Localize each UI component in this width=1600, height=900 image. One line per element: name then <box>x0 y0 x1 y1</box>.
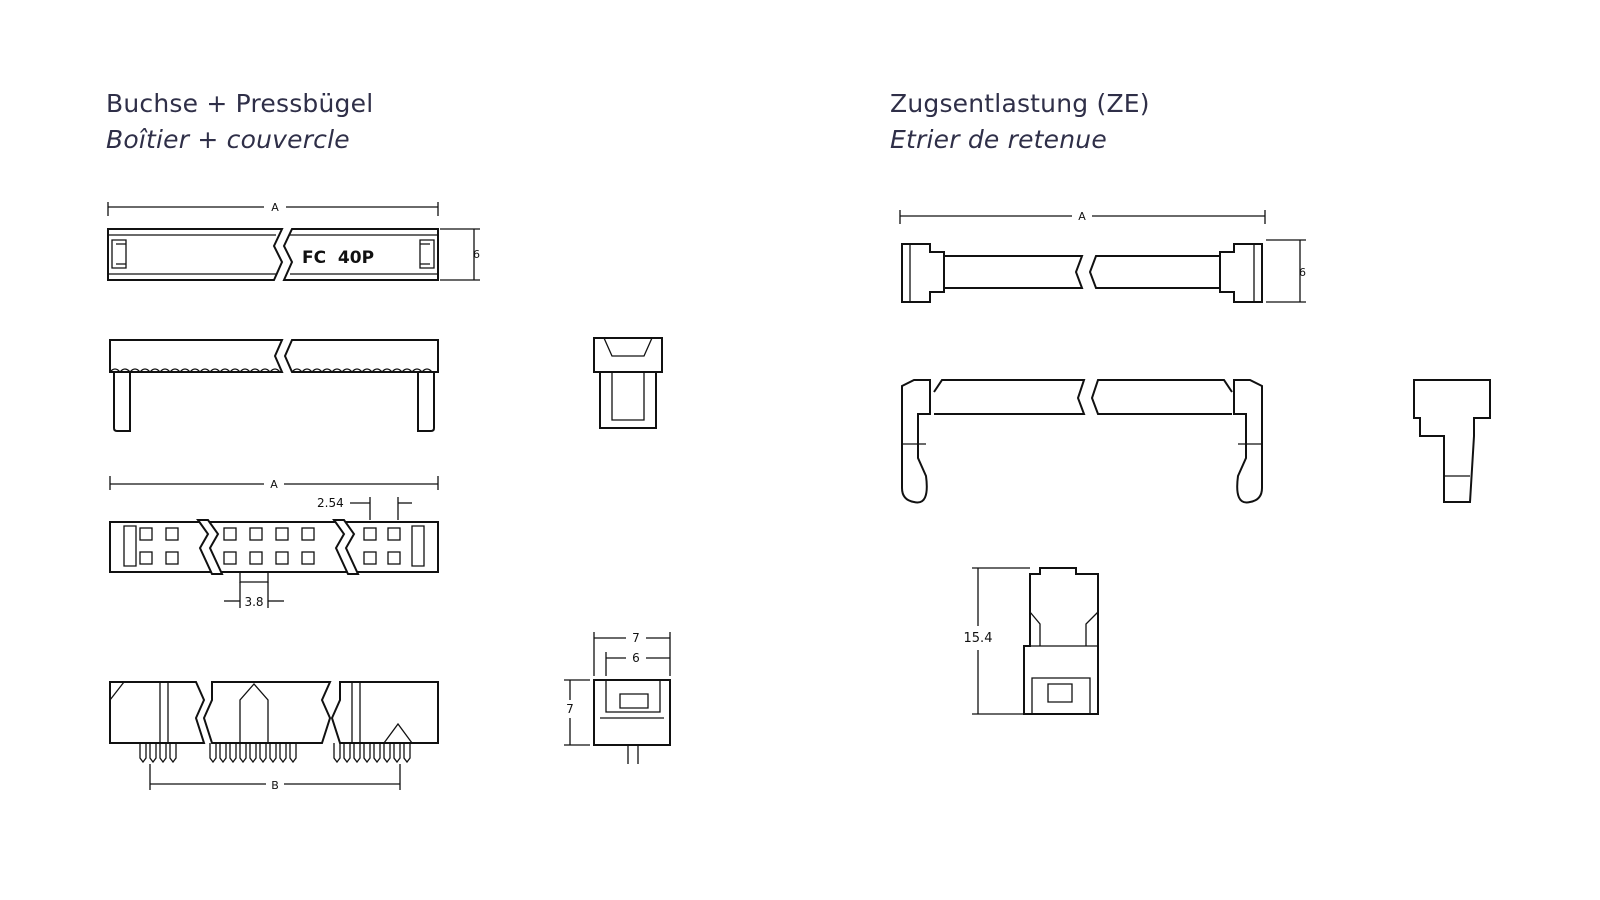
right-title-de: Zugsentlastung (ZE) <box>890 89 1150 118</box>
strain-relief-end-view <box>1413 379 1491 503</box>
dim-label-6-ze: 6 <box>1299 266 1306 279</box>
strain-relief-side-view <box>901 379 1263 504</box>
dim-label-a-front: A <box>270 478 278 491</box>
dim-label-b: B <box>271 779 279 792</box>
socket-bottom-view: B <box>109 681 439 792</box>
dim-label-15-4: 15.4 <box>964 631 993 646</box>
socket-front-view: A 2.54 3.8 <box>109 476 439 609</box>
dim-label-a-ze: A <box>1078 210 1086 223</box>
dim-label-7-side: 7 <box>566 702 574 716</box>
strain-relief-top-view: A 6 <box>899 210 1306 303</box>
dim-label-pitch: 2.54 <box>317 496 344 510</box>
dim-label-6-side: 6 <box>632 651 640 665</box>
left-section-heading: Buchse + Pressbügel Boîtier + couvercle <box>106 86 373 158</box>
left-title-fr: Boîtier + couvercle <box>106 125 350 154</box>
dim-label-a-top: A <box>271 201 279 214</box>
right-title-fr: Etrier de retenue <box>890 125 1107 154</box>
socket-side-view: 7 6 7 <box>564 631 671 764</box>
right-section-heading: Zugsentlastung (ZE) Etrier de retenue <box>890 86 1150 158</box>
cover-end-view <box>593 337 663 429</box>
dim-label-7-top: 7 <box>632 631 640 645</box>
cover-side-view <box>109 339 439 432</box>
socket-top-view: A FC 40P 6 <box>107 201 480 281</box>
dim-label-6-top: 6 <box>473 248 480 261</box>
part-marking: FC 40P <box>302 248 374 268</box>
assembly-side-view: 15.4 <box>964 567 1099 715</box>
left-title-de: Buchse + Pressbügel <box>106 89 374 118</box>
dim-label-key: 3.8 <box>244 595 263 609</box>
